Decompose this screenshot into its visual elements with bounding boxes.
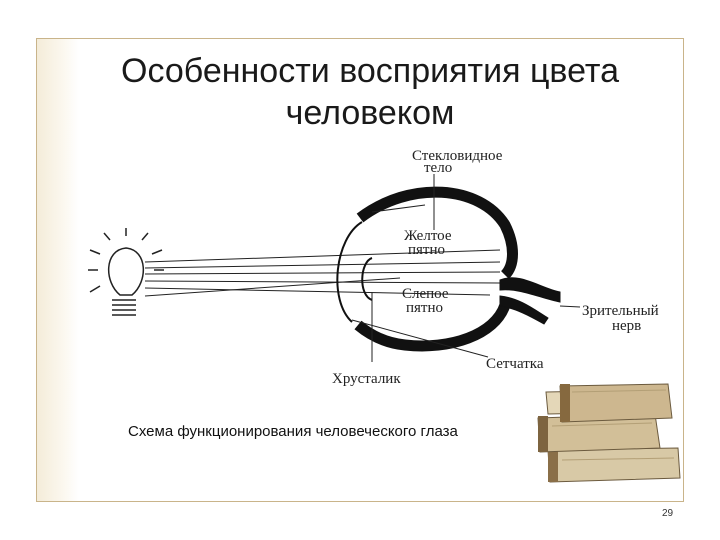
label-macula-2: пятно [408, 242, 445, 258]
light-rays [144, 249, 501, 297]
slide-title: Особенности восприятия цвета человеком [80, 50, 660, 134]
label-blind-spot-1: Слепое [402, 286, 449, 302]
label-vitreous-1: Стекловидное [412, 148, 503, 164]
books-stack-icon [537, 383, 681, 483]
label-macula-1: Желтое [404, 228, 452, 244]
light-bulb-icon [88, 228, 164, 316]
label-retina: Сетчатка [486, 356, 544, 372]
optic-nerve [499, 277, 561, 325]
title-line-1: Особенности восприятия цвета [121, 52, 619, 90]
left-decorative-band [37, 39, 79, 501]
label-vitreous-2: тело [424, 160, 452, 176]
label-optic-nerve-2: нерв [612, 318, 641, 334]
label-blind-spot-2: пятно [406, 300, 443, 316]
eyeball [336, 186, 518, 352]
page-number: 29 [662, 508, 674, 519]
diagram-caption: Схема функционирования человеческого гла… [128, 423, 458, 440]
slide-frame [36, 38, 684, 502]
title-line-2: человеком [285, 94, 455, 132]
label-lens: Хрусталик [332, 371, 401, 387]
pointer-lines [351, 174, 581, 362]
label-optic-nerve-1: Зрительный [582, 303, 659, 319]
